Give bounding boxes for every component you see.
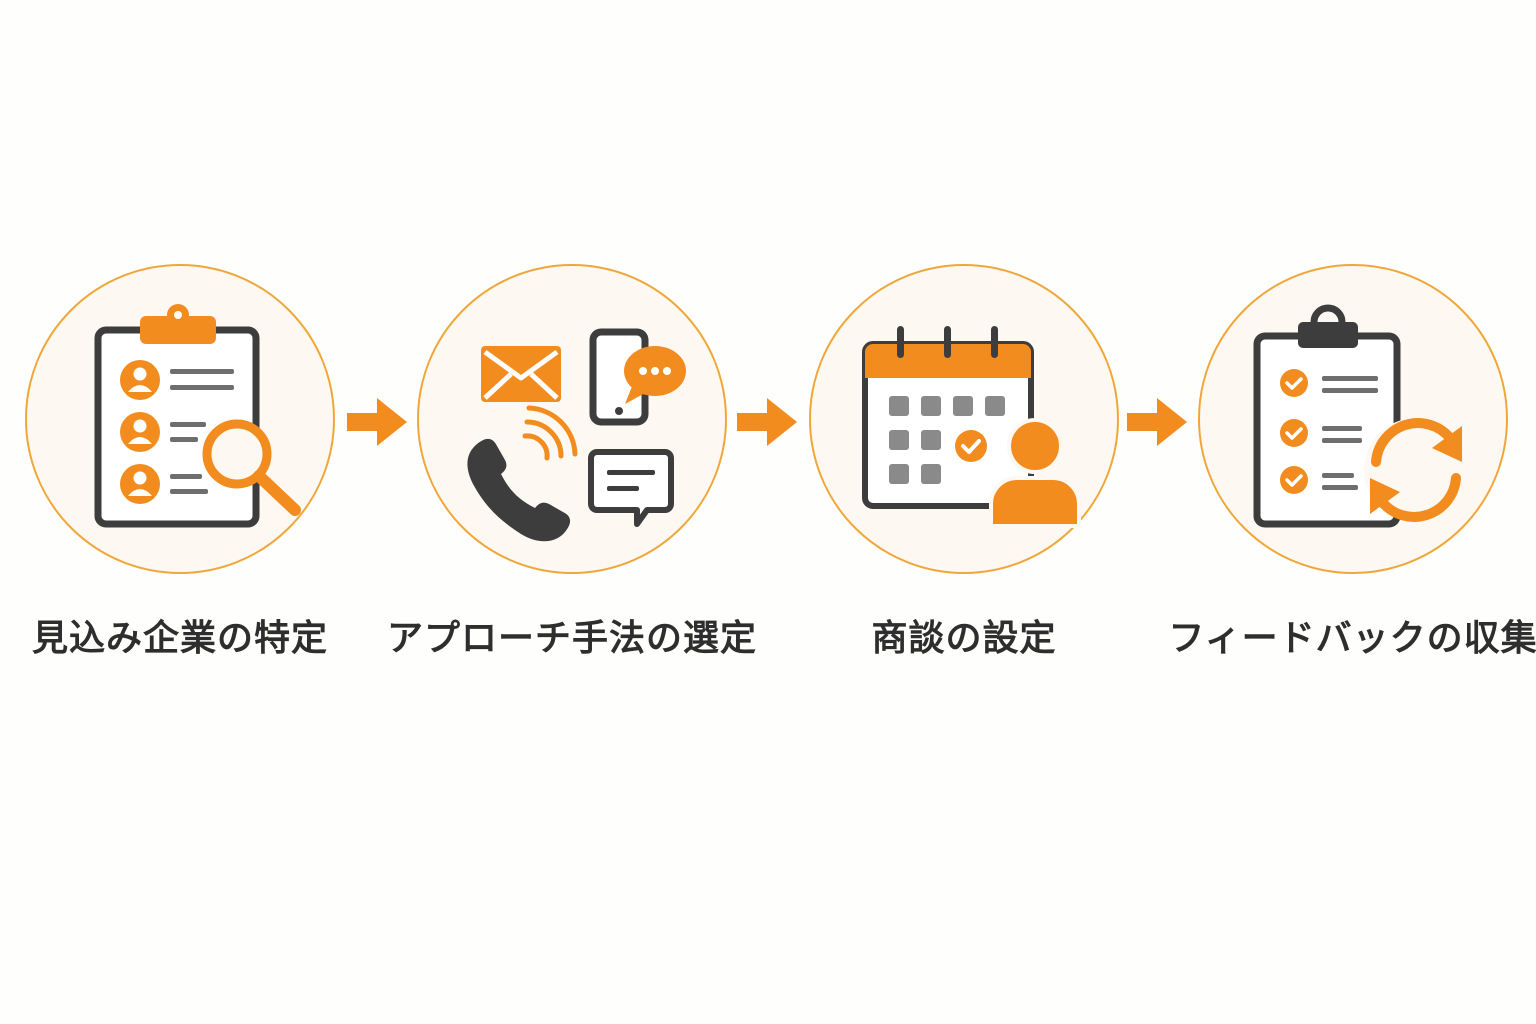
step-1-circle	[25, 264, 335, 574]
step-label: 商談の設定	[871, 618, 1057, 659]
arrow-right-icon	[347, 398, 407, 446]
step-label: 見込み企業の特定	[31, 618, 328, 659]
envelope-icon	[481, 346, 561, 402]
smartphone-icon	[589, 328, 686, 426]
step-identify-prospects: 見込み企業の特定	[24, 264, 336, 659]
arrow-right-icon	[737, 398, 797, 446]
step-2-circle	[417, 264, 727, 574]
step-label: アプローチ手法の選定	[386, 618, 757, 659]
clipboard-search-icon	[94, 304, 301, 528]
step-schedule-meeting: 商談の設定	[808, 264, 1120, 659]
arrow-right-icon	[1127, 398, 1187, 446]
checklist-cycle-icon	[1253, 304, 1468, 528]
step-label: フィードバックの収集	[1168, 618, 1536, 659]
step-3-circle	[809, 264, 1119, 574]
calendar-meeting-icon	[862, 326, 1081, 528]
phone-call-icon	[467, 405, 578, 542]
step-4-circle	[1198, 264, 1508, 574]
person-icon	[989, 418, 1081, 528]
step-collect-feedback: フィードバックの収集	[1168, 264, 1536, 659]
contact-methods-icon	[467, 328, 686, 542]
step-select-approach: アプローチ手法の選定	[387, 264, 756, 659]
message-icon	[588, 449, 674, 527]
refresh-cycle-icon	[1364, 418, 1468, 522]
